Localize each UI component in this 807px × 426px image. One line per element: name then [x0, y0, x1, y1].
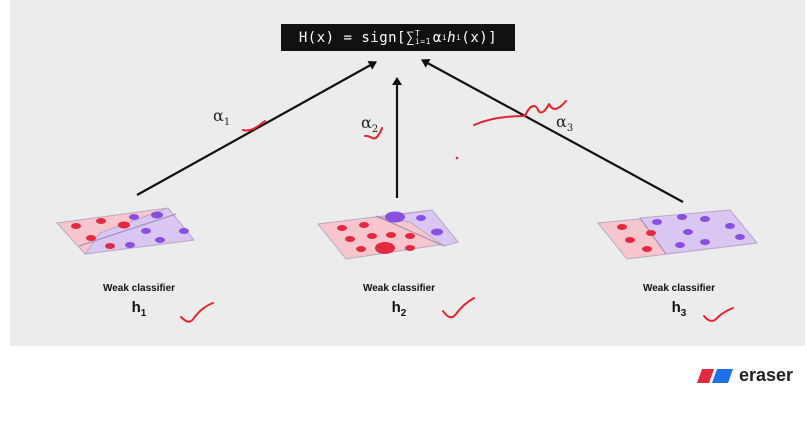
red-point — [96, 218, 106, 224]
sum-limits: T i=1 — [414, 28, 431, 46]
h-symbol: h — [131, 299, 141, 316]
sum-symbol: ∑ — [406, 29, 415, 46]
arrow-h3 — [421, 58, 684, 203]
classifier-plane-1 — [55, 207, 195, 255]
purple-point — [431, 228, 443, 236]
red-point — [86, 235, 96, 241]
purple-point — [141, 228, 151, 234]
alpha-index: 3 — [566, 123, 574, 135]
eraser-logo-icon — [697, 368, 733, 383]
purple-point — [151, 211, 163, 219]
red-point — [359, 222, 369, 228]
eraser-logo: eraser — [697, 365, 793, 386]
sum-lower: i=1 — [414, 36, 431, 46]
classifier-caption-3: Weak classifier — [642, 283, 716, 294]
purple-point — [652, 219, 662, 225]
alpha-symbol: α — [361, 113, 372, 132]
h-index: 3 — [680, 308, 687, 319]
stray-dot — [455, 156, 459, 160]
alpha-index: 1 — [223, 117, 231, 129]
eraser-logo-text: eraser — [739, 365, 794, 385]
formula-h-sub: i — [456, 33, 462, 42]
red-point — [646, 230, 656, 236]
formula-alpha-sub: i — [441, 33, 448, 42]
purple-point — [416, 215, 426, 221]
purple-point — [675, 242, 685, 248]
formula-alpha: α — [432, 29, 442, 46]
purple-point — [683, 229, 693, 235]
purple-point — [700, 216, 710, 222]
tick-mark-h3 — [703, 307, 734, 322]
tick-mark-alpha1 — [242, 120, 266, 132]
purple-point — [385, 211, 405, 223]
scribble-alpha3 — [473, 100, 567, 126]
arrow-h1 — [136, 61, 377, 196]
h-symbol: h — [391, 299, 401, 316]
classifier-symbol-3: h3 — [649, 299, 709, 319]
alpha-label-1: α1 — [213, 106, 230, 128]
red-point — [386, 232, 396, 238]
h-index: 2 — [400, 308, 407, 319]
alpha-label-2: α2 — [361, 113, 378, 135]
red-point — [367, 233, 377, 239]
classifier-caption-2: Weak classifier — [362, 283, 436, 294]
purple-point — [129, 214, 139, 220]
classifier-symbol-1: h1 — [109, 299, 169, 319]
red-point — [405, 233, 415, 239]
classifier-caption-1: Weak classifier — [102, 283, 176, 294]
purple-point — [677, 214, 687, 220]
tick-mark-alpha2 — [364, 127, 383, 140]
red-point — [642, 246, 652, 252]
purple-point — [735, 234, 745, 240]
diagram-panel — [10, 0, 805, 346]
red-point — [625, 237, 635, 243]
tick-mark-h1 — [180, 302, 214, 323]
tick-mark-h2 — [442, 297, 475, 319]
purple-point — [725, 223, 735, 229]
alpha-symbol: α — [556, 112, 567, 131]
red-point — [405, 245, 415, 251]
red-point — [345, 236, 355, 242]
red-point — [71, 223, 81, 229]
alpha-symbol: α — [213, 106, 224, 125]
red-point — [105, 243, 115, 249]
purple-point — [125, 242, 135, 248]
red-point — [337, 225, 347, 231]
formula-h: h — [447, 29, 457, 46]
red-point — [617, 224, 627, 230]
alpha-label-3: α3 — [556, 112, 573, 134]
sum-upper: T — [414, 28, 421, 38]
classifier-symbol-2: h2 — [369, 299, 429, 319]
classifier-plane-3 — [597, 209, 758, 260]
formula-prefix: H(x) = sign[ — [298, 29, 406, 46]
purple-point — [155, 237, 165, 243]
alpha-index: 2 — [371, 124, 379, 136]
red-point — [118, 221, 130, 229]
h-symbol: h — [671, 299, 681, 316]
red-point — [375, 242, 395, 254]
purple-point — [179, 228, 189, 234]
formula-suffix: (x)] — [461, 29, 498, 46]
classifier-plane-2 — [317, 209, 459, 260]
red-point — [356, 246, 366, 252]
h-index: 1 — [140, 308, 147, 319]
purple-point — [700, 239, 710, 245]
